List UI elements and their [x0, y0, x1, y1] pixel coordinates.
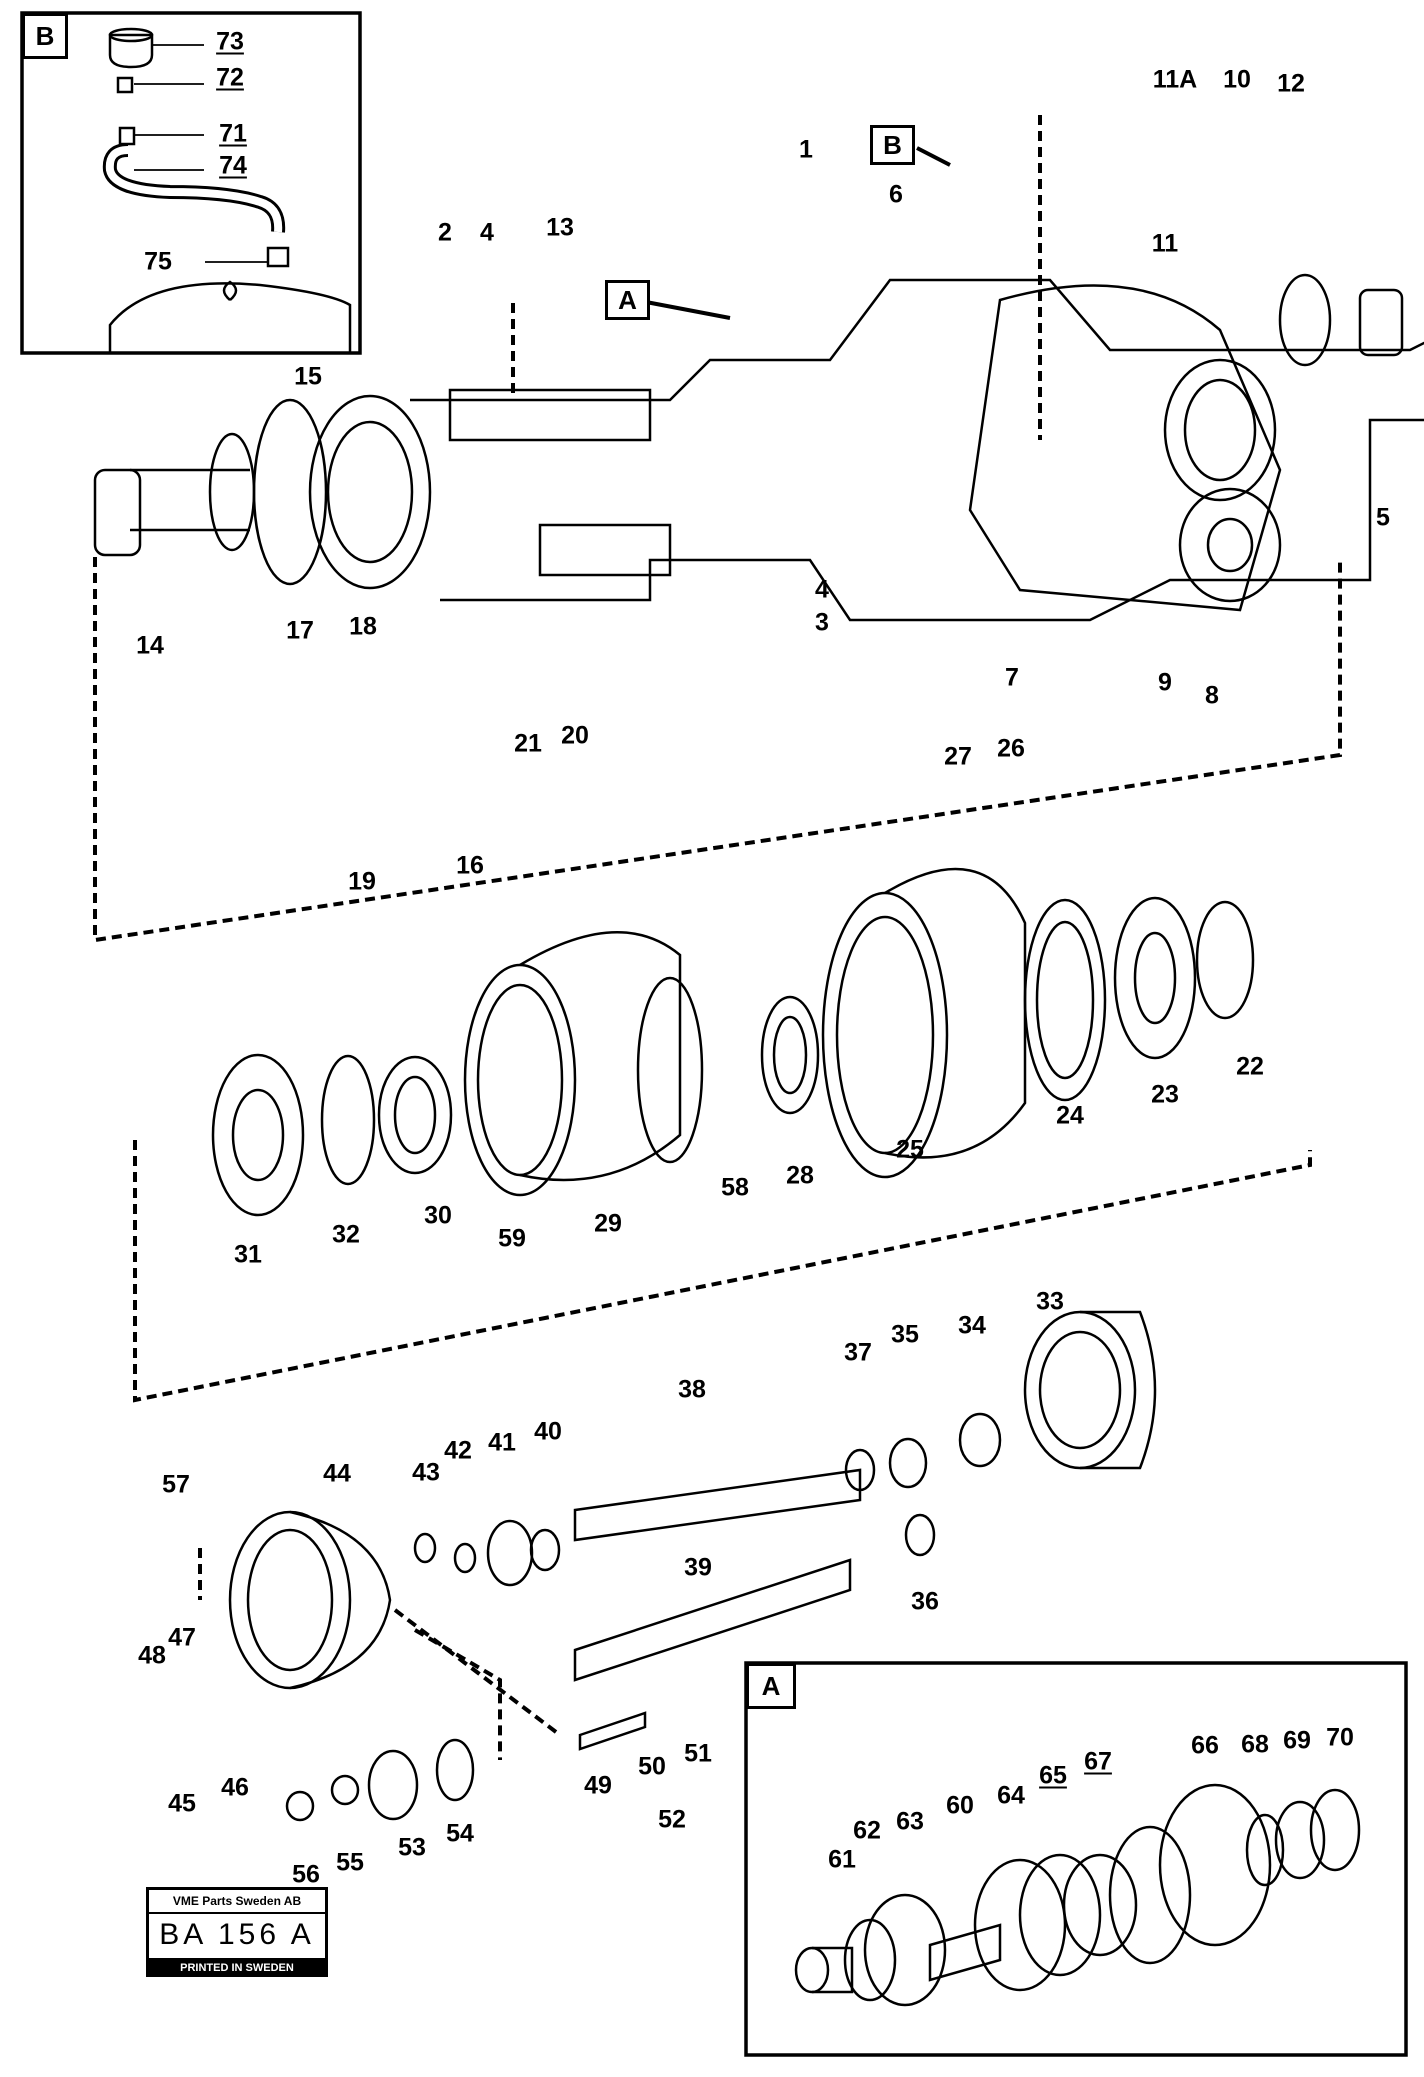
part-label: 51	[684, 1739, 712, 1768]
part-label: 24	[1056, 1101, 1084, 1130]
part-label: 36	[911, 1587, 939, 1616]
part-label: 12	[1277, 69, 1305, 98]
part-label: 23	[1151, 1080, 1179, 1109]
part-label: 33	[1036, 1287, 1064, 1316]
part-label: 65	[1039, 1761, 1067, 1790]
inset-a-frame	[744, 1661, 1408, 2057]
part-label: 43	[412, 1458, 440, 1487]
part-label: 4	[815, 575, 829, 604]
part-label: 68	[1241, 1730, 1269, 1759]
part-label: 30	[424, 1201, 452, 1230]
part-label: 44	[323, 1459, 351, 1488]
part-label: 4	[480, 218, 494, 247]
hub-components-art	[211, 867, 1255, 1217]
part-label: 14	[136, 631, 164, 660]
part-label: 16	[456, 851, 484, 880]
stamp-code: BA 156 A	[149, 1912, 325, 1960]
part-label: 54	[446, 1819, 474, 1848]
part-label: 15	[294, 362, 322, 391]
breather-assembly-art	[102, 27, 352, 355]
part-label: 38	[678, 1375, 706, 1404]
part-label: 22	[1236, 1052, 1264, 1081]
part-label: 73	[216, 27, 244, 56]
part-label: 13	[546, 213, 574, 242]
part-label: 70	[1326, 1723, 1354, 1752]
inset-b-label: B	[22, 13, 68, 59]
part-label: 37	[844, 1338, 872, 1367]
part-label: 32	[332, 1220, 360, 1249]
inset-a-art	[794, 1783, 1361, 2007]
part-label: 58	[721, 1173, 749, 1202]
part-label: 48	[138, 1641, 166, 1670]
axle-housing-art	[93, 273, 1424, 622]
stamp-company: VME Parts Sweden AB	[149, 1890, 325, 1914]
part-label: 19	[348, 867, 376, 896]
inset-b-frame	[20, 11, 362, 355]
part-label: 60	[946, 1791, 974, 1820]
inset-a-label: A	[746, 1663, 796, 1709]
part-label: 61	[828, 1845, 856, 1874]
part-label: 20	[561, 721, 589, 750]
part-label: 3	[815, 608, 829, 637]
part-label: 27	[944, 742, 972, 771]
part-label: 63	[896, 1807, 924, 1836]
part-label: 75	[144, 247, 172, 276]
part-label: 29	[594, 1209, 622, 1238]
part-label: 39	[684, 1553, 712, 1582]
part-label: 57	[162, 1470, 190, 1499]
part-label: 42	[444, 1436, 472, 1465]
part-label: 2	[438, 218, 452, 247]
part-label: 55	[336, 1848, 364, 1877]
part-label: 56	[292, 1860, 320, 1889]
part-label: 11	[1151, 229, 1179, 258]
drawing-stamp: VME Parts Sweden AB BA 156 A PRINTED IN …	[146, 1887, 328, 1977]
part-label: 64	[997, 1781, 1025, 1810]
part-label: 26	[997, 734, 1025, 763]
part-label: 52	[658, 1805, 686, 1834]
part-label: 8	[1205, 681, 1219, 710]
part-label: 1	[799, 135, 813, 164]
part-label: 9	[1158, 668, 1172, 697]
part-label: 10	[1223, 65, 1251, 94]
part-label: 31	[234, 1240, 262, 1269]
part-label: 25	[896, 1135, 924, 1164]
part-label: 34	[958, 1311, 986, 1340]
part-label: 46	[221, 1773, 249, 1802]
part-label: 11A	[1152, 65, 1198, 94]
part-label: 67	[1084, 1747, 1112, 1776]
part-label: 71	[219, 119, 247, 148]
part-label: 66	[1191, 1731, 1219, 1760]
part-label: 74	[219, 151, 247, 180]
part-label: 18	[349, 612, 377, 641]
stamp-printed: PRINTED IN SWEDEN	[149, 1958, 325, 1977]
part-label: 7	[1005, 663, 1019, 692]
part-label: 53	[398, 1833, 426, 1862]
part-label: 62	[853, 1816, 881, 1845]
part-label: 45	[168, 1789, 196, 1818]
part-label: 41	[488, 1428, 516, 1457]
callout-a: A	[605, 280, 650, 320]
planetary-art	[228, 1310, 1157, 1822]
part-label: 28	[786, 1161, 814, 1190]
part-label: 21	[514, 729, 542, 758]
part-label: 59	[498, 1224, 526, 1253]
part-label: 5	[1376, 503, 1390, 532]
part-label: 35	[891, 1320, 919, 1349]
part-label: 69	[1283, 1726, 1311, 1755]
part-label: 49	[584, 1771, 612, 1800]
part-label: 6	[889, 180, 903, 209]
part-label: 40	[534, 1417, 562, 1446]
callout-b: B	[870, 125, 915, 165]
part-label: 17	[286, 616, 314, 645]
part-label: 47	[168, 1623, 196, 1652]
part-label: 72	[216, 63, 244, 92]
part-label: 50	[638, 1752, 666, 1781]
